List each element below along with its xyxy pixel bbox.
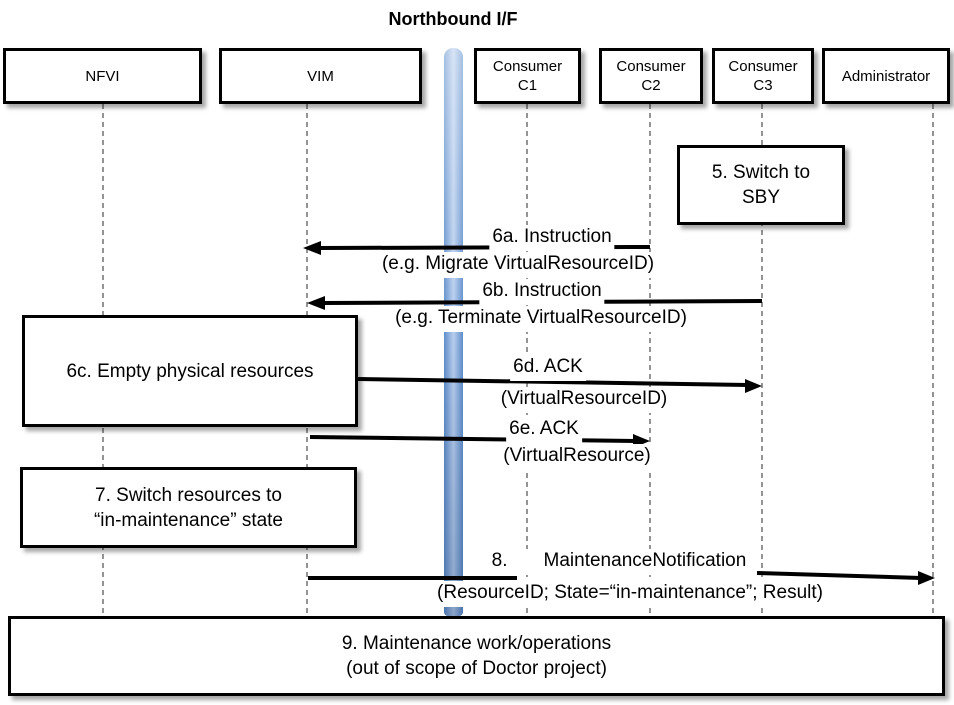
message-8-number: 8. xyxy=(491,550,508,571)
arrow-6d-head-icon xyxy=(745,379,762,393)
actor-administrator: Administrator xyxy=(822,48,950,104)
northbound-interface-bar xyxy=(444,48,463,616)
step-6c-box: 6c. Empty physical resources xyxy=(22,315,358,427)
arrow-6a-head-icon xyxy=(303,241,321,255)
message-6b-label: 6b. Instruction xyxy=(479,279,605,305)
message-6e-detail: (VirtualResource) xyxy=(500,444,654,470)
actor-consumer-c2-label-line1: Consumer xyxy=(616,58,686,75)
step-9-box: 9. Maintenance work/operations (out of s… xyxy=(8,616,945,696)
actor-consumer-c3-label-line1: Consumer xyxy=(728,58,798,75)
message-8-detail: (ResourceID; State=“in-maintenance”; Res… xyxy=(434,581,826,607)
actor-consumer-c3-label-line2: C3 xyxy=(753,77,773,94)
step-6c-text: 6c. Empty physical resources xyxy=(66,360,314,382)
step-7-text-line1: 7. Switch resources to xyxy=(95,484,282,506)
arrow-8-line-right xyxy=(756,571,922,580)
arrow-6b-head-icon xyxy=(307,296,325,310)
step-7-text-line2: “in-maintenance” state xyxy=(93,509,284,531)
actor-consumer-c1: Consumer C1 xyxy=(474,48,581,104)
message-6b-detail: (e.g. Terminate VirtualResourceID) xyxy=(392,306,690,332)
step-9-text-line1: 9. Maintenance work/operations xyxy=(341,633,612,654)
actor-consumer-c3: Consumer C3 xyxy=(712,48,814,104)
arrow-8-head-icon xyxy=(918,571,935,585)
actor-nfvi-label: NFVI xyxy=(85,67,120,85)
message-8-label: 8. MaintenanceNotification xyxy=(488,549,750,575)
actor-consumer-c1-label-line1: Consumer xyxy=(492,58,563,75)
step-7-box: 7. Switch resources to “in-maintenance” … xyxy=(20,467,357,548)
step-5-text-line1: 5. Switch to xyxy=(711,162,811,183)
actor-vim-label: VIM xyxy=(307,67,334,85)
message-6e-label: 6e. ACK xyxy=(506,417,582,443)
message-6d-label: 6d. ACK xyxy=(510,355,586,381)
message-6a-detail: (e.g. Migrate VirtualResourceID) xyxy=(378,252,658,278)
diagram-title: Northbound I/F xyxy=(388,9,518,29)
step-5-box: 5. Switch to SBY xyxy=(677,145,845,225)
message-6d-detail: (VirtualResourceID) xyxy=(497,387,671,413)
actor-consumer-c2-label-line2: C2 xyxy=(641,77,661,94)
step-9-text-line2: (out of scope of Doctor project) xyxy=(346,658,607,679)
actor-consumer-c1-label-line2: C1 xyxy=(517,77,538,94)
actor-nfvi: NFVI xyxy=(3,48,202,104)
message-8-text: MaintenanceNotification xyxy=(543,550,747,571)
arrow-6e-line xyxy=(309,435,637,443)
message-6a-label: 6a. Instruction xyxy=(489,225,615,251)
actor-administrator-label: Administrator xyxy=(841,67,931,85)
actor-consumer-c2: Consumer C2 xyxy=(599,48,703,104)
step-5-text-line2: SBY xyxy=(741,187,781,208)
actor-vim: VIM xyxy=(219,48,422,104)
